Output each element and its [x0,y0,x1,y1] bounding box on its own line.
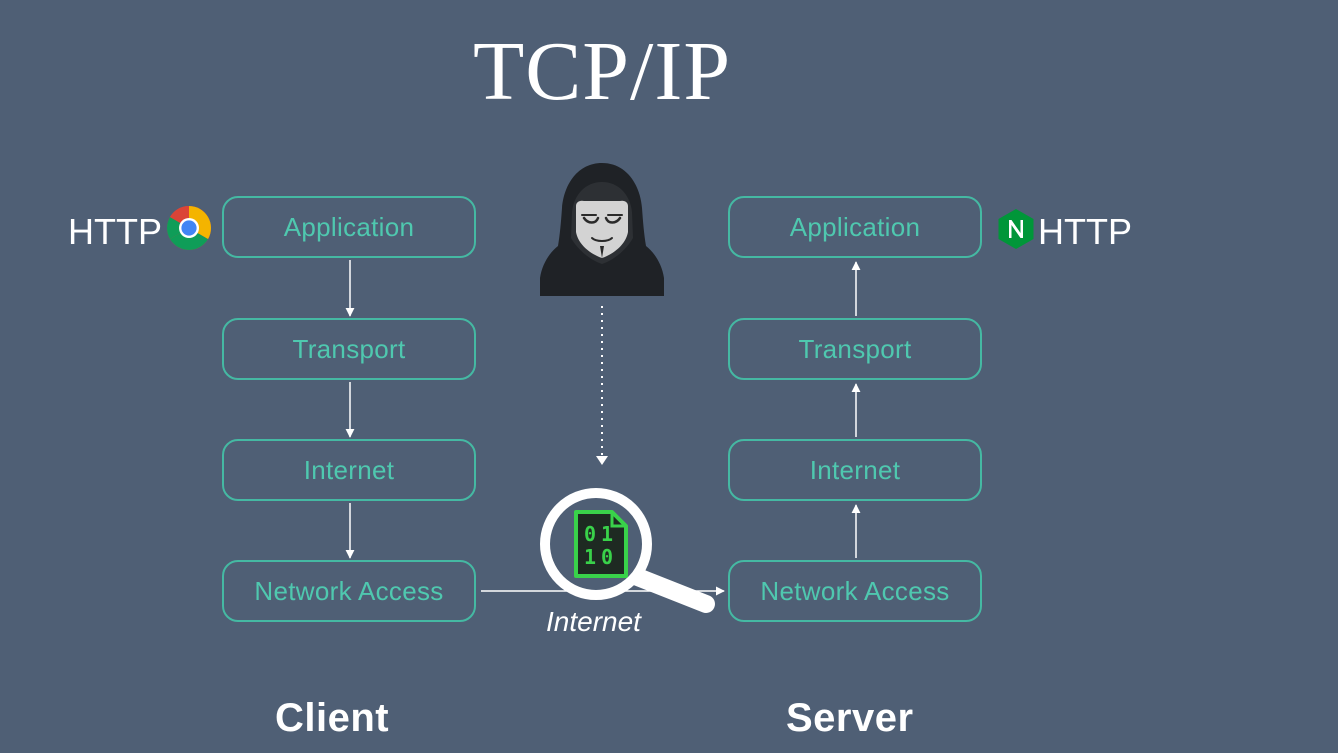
server-label: Server [786,696,914,740]
server-layer-application: Application [728,196,982,258]
binary-digit-4: 0 [601,545,614,569]
client-layer-application: Application [222,196,476,258]
binary-digit-3: 1 [584,545,597,569]
client-layer-transport: Transport [222,318,476,380]
hooded-hacker-icon [538,160,666,298]
nginx-icon [997,208,1035,250]
server-layer-internet: Internet [728,439,982,501]
server-protocol-label: HTTP [1038,211,1132,252]
title: TCP/IP [472,25,732,118]
server-layer-network-access: Network Access [728,560,982,622]
binary-digit-1: 0 [584,522,597,546]
magnifier-binary-file-icon: 0 1 1 0 [538,486,718,614]
client-layer-internet: Internet [222,439,476,501]
server-layer-transport: Transport [728,318,982,380]
client-protocol-label: HTTP [68,211,162,252]
client-label: Client [275,696,390,740]
client-layer-network-access: Network Access [222,560,476,622]
internet-label: Internet [546,606,641,637]
chrome-icon [166,205,212,251]
binary-digit-2: 1 [601,522,614,546]
